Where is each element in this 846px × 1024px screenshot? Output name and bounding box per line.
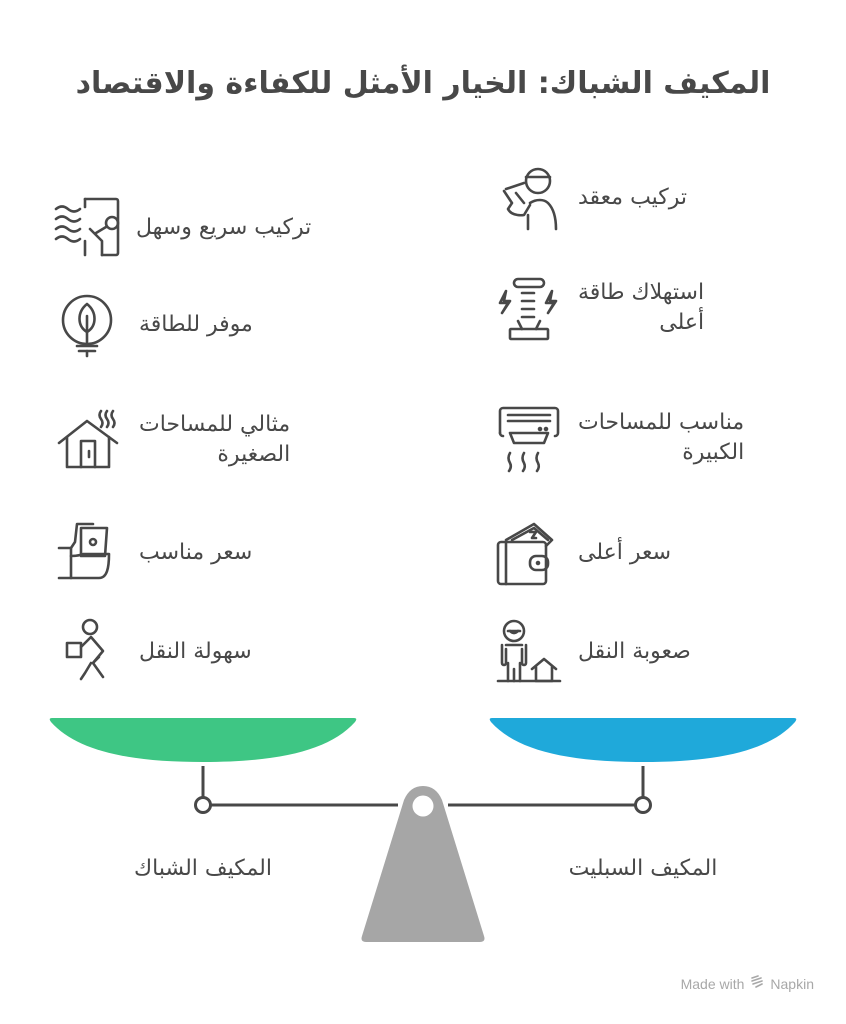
right-item-large-spaces: مناسب للمساحات الكبيرة xyxy=(494,403,744,473)
split-ac-unit-icon xyxy=(494,403,564,473)
left-item-label: موفر للطاقة xyxy=(139,312,253,337)
left-item-label: سعر مناسب xyxy=(139,540,253,565)
made-with-text: Made with xyxy=(680,975,745,992)
left-item-small-spaces: مثالي للمساحات الصغيرة xyxy=(55,405,290,475)
right-item-higher-price: سعر أعلى xyxy=(494,518,671,588)
split-ac-pan xyxy=(489,718,797,762)
footer-attribution: Made with Napkin xyxy=(681,975,814,992)
wallet-money-icon xyxy=(494,518,564,588)
right-item-high-consumption: استهلاك طاقة أعلى xyxy=(494,273,704,343)
right-item-label: تركيب معقد xyxy=(578,185,688,210)
left-item-affordable-price: سعر مناسب xyxy=(55,518,252,588)
split-ac-label: المكيف السبليت xyxy=(568,856,718,881)
left-item-quick-install: تركيب سريع وسهل xyxy=(52,193,311,263)
right-item-label: استهلاك طاقة أعلى xyxy=(578,280,705,335)
small-house-icon xyxy=(55,405,125,475)
quick-install-icon xyxy=(52,193,122,263)
right-item-label: صعوبة النقل xyxy=(578,639,691,664)
diagram-title: المكيف الشباك: الخيار الأمثل للكفاءة وال… xyxy=(75,66,771,101)
affordable-price-hand-icon xyxy=(55,518,125,588)
right-item-complex-install: تركيب معقد xyxy=(494,163,687,233)
napkin-logo-icon xyxy=(750,975,764,992)
person-moving-difficulty-icon xyxy=(494,617,564,687)
left-item-easy-transport: سهولة النقل xyxy=(55,617,252,687)
fulcrum xyxy=(361,786,485,942)
right-pivot xyxy=(634,796,652,814)
right-item-label: مناسب للمساحات الكبيرة xyxy=(578,410,745,465)
window-ac-pan xyxy=(49,718,357,762)
window-ac-label: المكيف الشباك xyxy=(133,856,272,881)
fulcrum-hole xyxy=(412,795,434,817)
left-item-energy-saving: موفر للطاقة xyxy=(55,290,253,360)
high-power-consumption-icon xyxy=(494,273,564,343)
left-item-label: تركيب سريع وسهل xyxy=(136,215,312,240)
left-pivot xyxy=(194,796,212,814)
left-item-label: مثالي للمساحات الصغيرة xyxy=(139,412,291,467)
person-carrying-box-icon xyxy=(55,617,125,687)
napkin-brand-text: Napkin xyxy=(770,975,814,992)
technician-installer-icon xyxy=(494,163,564,233)
left-item-label: سهولة النقل xyxy=(139,639,252,664)
energy-saving-bulb-icon xyxy=(55,290,125,360)
right-item-label: سعر أعلى xyxy=(578,540,672,565)
right-item-hard-transport: صعوبة النقل xyxy=(494,617,691,687)
